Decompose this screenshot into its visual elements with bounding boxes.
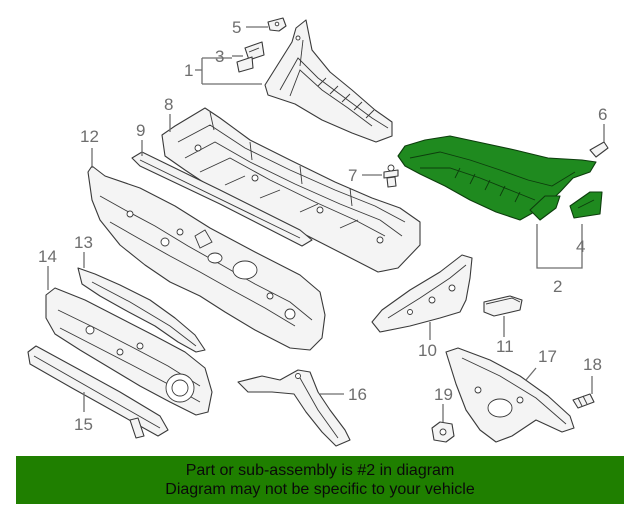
callout-8: 8 [164,95,173,114]
part-17-side-support [445,347,575,443]
callout-13: 13 [74,233,93,252]
callout-16: 16 [348,385,367,404]
part-7-fastener [383,164,399,188]
callout-18: 18 [583,355,602,374]
callouts: 1 2 3 4 5 6 7 8 9 10 11 12 13 14 15 16 1… [38,18,607,434]
callout-6: 6 [598,105,607,124]
leader-lines [47,26,605,422]
callout-5: 5 [232,18,241,37]
part-18-bolt [572,393,595,409]
parts-diagram: 1 2 3 4 5 6 7 8 9 10 11 12 13 14 15 16 1… [27,17,609,447]
banner-line-2: Diagram may not be specific to your vehi… [165,481,475,498]
part-2-cowl-vent-panel [397,135,597,221]
part-1-cowl-panel [264,19,393,143]
callout-3: 3 [215,47,224,66]
part-15-reinforcement [27,345,169,439]
info-banner: Part or sub-assembly is #2 in diagram Di… [16,456,624,504]
part-13-insulator [77,267,206,353]
part-9-seal-strip [131,151,313,247]
part-14-dash-insulator [45,287,213,416]
banner-line-1: Part or sub-assembly is #2 in diagram [185,462,455,479]
callout-11: 11 [496,337,514,356]
part-5-clip [267,17,287,32]
part-10-side-bracket [371,254,473,333]
part-4-bracket [569,191,603,219]
callout-2: 2 [553,277,562,296]
callout-7: 7 [348,166,357,185]
part-6-clip [589,141,609,158]
callout-9: 9 [136,121,145,140]
part-19-nut [431,421,455,443]
callout-4: 4 [576,237,585,256]
part-12-dash-panel [87,165,326,351]
part-3-bracket [236,41,265,73]
part-8-cowl-assembly [161,107,421,273]
callout-15: 15 [74,415,93,434]
callout-1: 1 [184,61,193,80]
callout-14: 14 [38,247,57,266]
callout-19: 19 [434,385,453,404]
callout-10: 10 [418,341,437,360]
part-11-block [483,295,523,317]
callout-12: 12 [80,127,99,146]
callout-17: 17 [538,347,557,366]
part-16-bracket [237,369,351,447]
